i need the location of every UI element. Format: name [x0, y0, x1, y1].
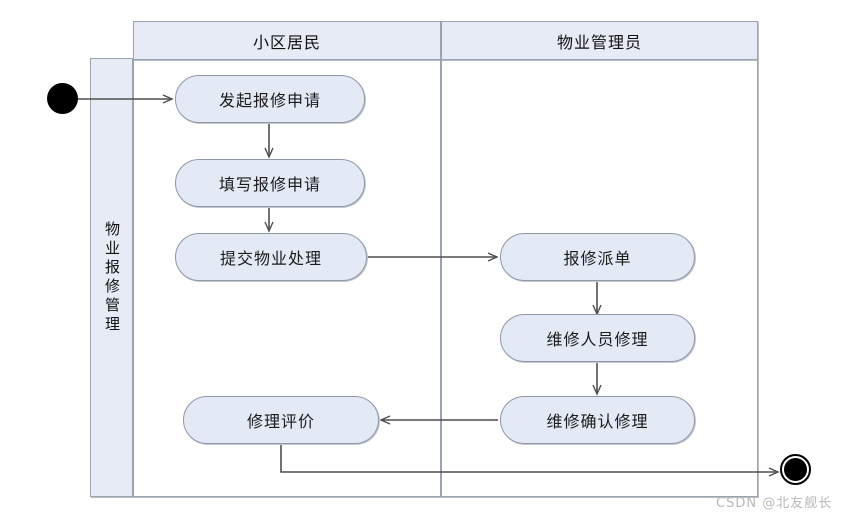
- activity-node-bao-xiu-pai-dan[interactable]: 报修派单: [500, 233, 695, 281]
- activity-node-wei-xiu-que-ren-xiu-li[interactable]: 维修确认修理: [500, 396, 695, 444]
- watermark-text: CSDN @北友舰长: [716, 496, 833, 511]
- activity-node-fa-qi-bao-xiu-shen-qing[interactable]: 发起报修申请: [175, 75, 365, 123]
- lane-body-manager: [441, 60, 758, 497]
- lane-header-manager: 物业管理员: [441, 21, 758, 60]
- pool-label-vertical: 物业报修管理: [90, 58, 133, 497]
- activity-node-xiu-li-ping-jia[interactable]: 修理评价: [183, 396, 379, 444]
- lane-body-resident: [133, 60, 441, 497]
- activity-node-wei-xiu-ren-yuan-xiu-li[interactable]: 维修人员修理: [500, 314, 695, 362]
- final-node: [780, 454, 811, 485]
- initial-node: [47, 83, 78, 114]
- activity-node-tian-xie-bao-xiu-shen-qing[interactable]: 填写报修申请: [175, 159, 365, 207]
- lane-header-resident: 小区居民: [133, 21, 441, 60]
- activity-node-ti-jiao-wu-ye-chu-li[interactable]: 提交物业处理: [175, 233, 367, 281]
